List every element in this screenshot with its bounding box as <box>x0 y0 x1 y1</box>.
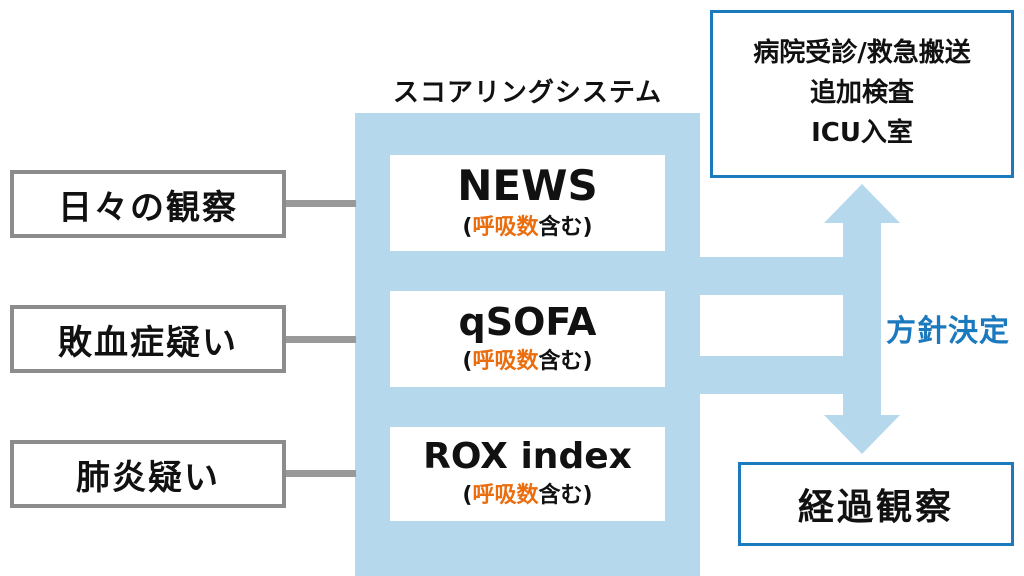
score-name: ROX index <box>423 435 632 477</box>
note-highlight: 呼吸数 <box>472 349 539 375</box>
score-note: (呼吸数含む) <box>390 209 665 241</box>
score-box-news: NEWS (呼吸数含む) <box>390 155 665 251</box>
outcome-box-observation: 経過観察 <box>738 462 1014 546</box>
outcome-line: ICU入室 <box>811 117 913 148</box>
outcome-box-escalation: 病院受診/救急搬送 追加検査 ICU入室 <box>710 10 1014 178</box>
outcome-line: 病院受診/救急搬送 <box>753 38 971 69</box>
input-label: 敗血症疑い <box>58 322 238 363</box>
outcome-label: 経過観察 <box>797 487 954 528</box>
note-suffix: 含む) <box>538 349 593 375</box>
input-box-suspected-sepsis: 敗血症疑い <box>10 305 286 373</box>
input-label: 日々の観察 <box>58 187 238 228</box>
note-suffix: 含む) <box>538 215 593 241</box>
arrow-up-icon <box>824 184 900 223</box>
score-name: qSOFA <box>458 299 597 344</box>
score-box-qsofa: qSOFA (呼吸数含む) <box>390 291 665 387</box>
connector-line <box>286 336 356 343</box>
scoring-system-label: スコアリングシステム <box>392 78 663 108</box>
input-box-daily-observation: 日々の観察 <box>10 170 286 238</box>
note-suffix: 含む) <box>538 483 593 509</box>
input-box-suspected-pneumonia: 肺炎疑い <box>10 440 286 508</box>
score-note: (呼吸数含む) <box>390 343 665 375</box>
note-prefix: ( <box>462 215 473 241</box>
score-box-rox-index: ROX index (呼吸数含む) <box>390 427 665 521</box>
input-label: 肺炎疑い <box>76 457 220 498</box>
decision-label: 方針決定 <box>886 314 1010 349</box>
note-highlight: 呼吸数 <box>472 215 539 241</box>
note-prefix: ( <box>462 483 473 509</box>
note-highlight: 呼吸数 <box>472 483 539 509</box>
score-name: NEWS <box>457 160 598 210</box>
note-prefix: ( <box>462 349 473 375</box>
flow-arrow-stem <box>843 222 881 416</box>
connector-line <box>286 470 356 477</box>
connector-line <box>286 200 356 207</box>
outcome-line: 追加検査 <box>809 78 914 109</box>
score-note: (呼吸数含む) <box>390 477 665 509</box>
arrow-down-icon <box>824 415 900 454</box>
